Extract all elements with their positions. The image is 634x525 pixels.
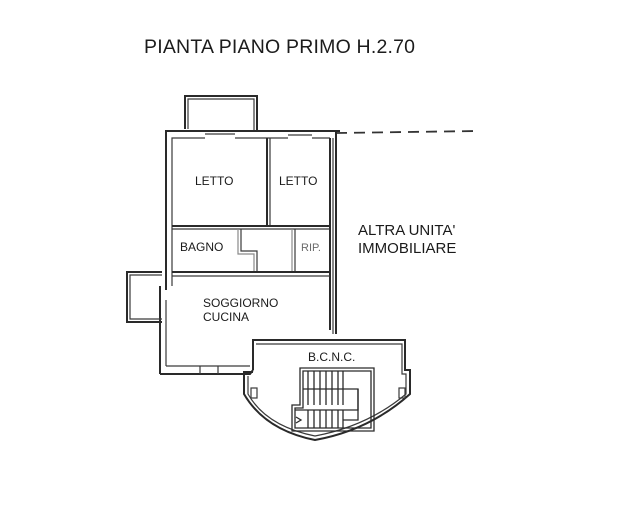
room-label-bcnc: B.C.N.C.: [308, 350, 356, 364]
neighbor-label-line1: ALTRA UNITA': [358, 222, 456, 239]
room-label-letto-1: LETTO: [195, 174, 234, 188]
plan-title: PIANTA PIANO PRIMO H.2.70: [144, 36, 416, 58]
boundary-dashed-line: [335, 130, 479, 134]
room-label-ripostiglio: RIP.: [301, 242, 321, 254]
room-label-cucina: CUCINA: [203, 310, 250, 324]
left-balcony: [126, 271, 162, 323]
neighbor-unit-label: ALTRA UNITA' IMMOBILIARE: [358, 222, 456, 258]
room-label-letto-2: LETTO: [279, 174, 318, 188]
room-label-soggiorno: SOGGIORNO: [203, 296, 279, 310]
interior-walls: [172, 138, 330, 277]
bcnc-stairwell: [243, 339, 411, 442]
room-label-bagno: BAGNO: [180, 240, 224, 254]
neighbor-label-line2: IMMOBILIARE: [358, 240, 457, 257]
top-balcony: [184, 95, 258, 131]
